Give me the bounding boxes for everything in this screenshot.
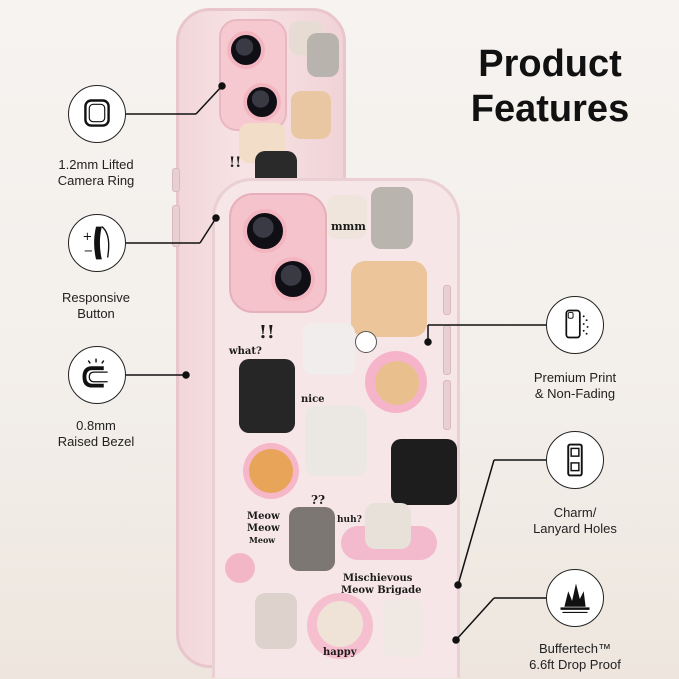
cat-sticker [291, 91, 331, 139]
cat-sticker [317, 601, 363, 647]
leader-line [455, 597, 495, 641]
svg-text:−: − [83, 244, 93, 258]
cat-sticker [305, 406, 367, 476]
nice-label: nice [301, 394, 325, 405]
side-button [443, 325, 451, 375]
pink-sticker [225, 553, 255, 583]
product-features-title: Product Features [445, 42, 655, 132]
drop-proof-icon [546, 569, 604, 627]
camera-bump [229, 193, 327, 313]
question-label: ?? [311, 493, 326, 507]
what-label: what? [229, 346, 262, 357]
raised-bezel-label: 0.8mm Raised Bezel [57, 418, 135, 449]
cat-sticker [239, 359, 295, 433]
lanyard-holes-label: Charm/ Lanyard Holes [533, 505, 617, 536]
raised-bezel-icon [68, 346, 126, 404]
meow-label: Meow [247, 511, 280, 522]
cat-sticker [327, 195, 367, 239]
cat-sticker [249, 449, 293, 493]
camera-ring-icon [68, 85, 126, 143]
side-button [443, 285, 451, 315]
cat-sticker [383, 599, 423, 657]
camera-lens-icon [227, 31, 265, 69]
leader-line [457, 459, 495, 586]
brigade-line-1: Mischievous [343, 573, 413, 584]
exclaim-scribble: !! [259, 322, 275, 343]
title-line-1: Product [478, 43, 622, 85]
side-button [172, 168, 180, 192]
camera-ring-label: 1.2mm Lifted Camera Ring [57, 157, 135, 188]
side-button [443, 380, 451, 430]
huh-label: huh? [337, 515, 362, 525]
camera-lens-icon [271, 257, 315, 301]
brigade-line-2: Meow Brigade [341, 585, 422, 596]
side-button [172, 205, 180, 247]
cat-sticker [375, 361, 419, 405]
cat-sticker [255, 593, 297, 649]
print-phone-icon [546, 296, 604, 354]
cat-sticker [303, 323, 355, 375]
phone-case-front-view: mmm zzz !! what? nice Meow Meow Meow ?? … [212, 178, 460, 678]
meow-label: Meow [249, 535, 276, 545]
cat-sticker [371, 187, 413, 249]
svg-text:+: + [83, 229, 93, 243]
cat-sticker [307, 33, 339, 77]
camera-bump [219, 19, 287, 131]
cat-sticker [289, 507, 335, 571]
flower-doodle [355, 331, 377, 353]
happy-label: happy [323, 647, 357, 658]
exclaim-scribble: !! [229, 155, 242, 171]
responsive-button-label: Responsive Button [62, 290, 130, 321]
cat-sticker [391, 439, 457, 505]
drop-proof-label: Buffertech™ 6.6ft Drop Proof [529, 641, 621, 672]
meow-label: Meow [247, 523, 280, 534]
camera-lens-icon [243, 83, 281, 121]
lanyard-hole-icon [546, 431, 604, 489]
premium-print-label: Premium Print & Non-Fading [533, 370, 617, 401]
mmm-label: mmm [331, 220, 366, 233]
toast-cat-sticker [351, 261, 427, 337]
responsive-button-icon: +− [68, 214, 126, 272]
cat-sticker [365, 503, 411, 549]
camera-lens-icon [243, 209, 287, 253]
title-line-2: Features [470, 88, 630, 130]
